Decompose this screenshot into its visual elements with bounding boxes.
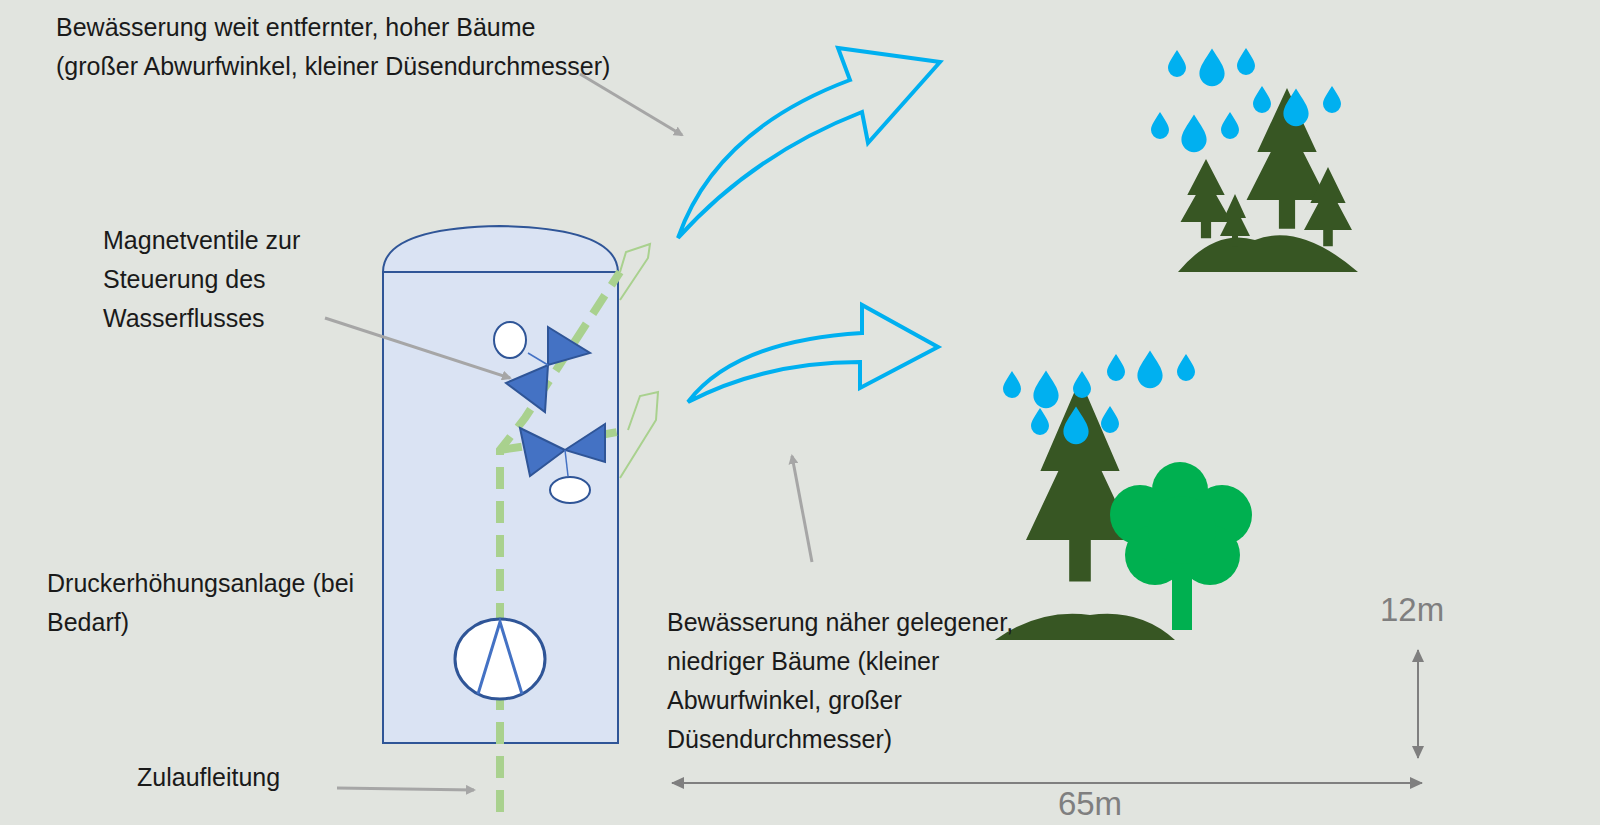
callout-text: Druckerhöhungsanlage (bei Bedarf) — [47, 564, 367, 642]
solenoid-valve — [494, 322, 590, 412]
callout-text: Bewässerung weit entfernter, hoher Bäume… — [56, 8, 616, 86]
pump-symbol — [455, 619, 545, 699]
nozzle — [620, 244, 658, 478]
raindrops — [1151, 48, 1341, 152]
tree-group — [1178, 88, 1358, 272]
dimension-label: 12m — [1380, 592, 1470, 628]
tree-group — [995, 379, 1252, 640]
spray-arrow — [678, 48, 940, 238]
leader-line — [325, 74, 812, 790]
raindrops — [1003, 350, 1195, 444]
solenoid-valve — [520, 424, 605, 503]
callout-text: Magnetventile zur Steuerung des Wasserfl… — [103, 221, 353, 338]
spray-arrow — [688, 305, 938, 402]
dimension-label: 65m — [1040, 786, 1140, 822]
callout-text: Zulaufleitung — [137, 758, 337, 797]
callout-text: Bewässerung näher gelegener, niedriger B… — [667, 603, 1087, 759]
